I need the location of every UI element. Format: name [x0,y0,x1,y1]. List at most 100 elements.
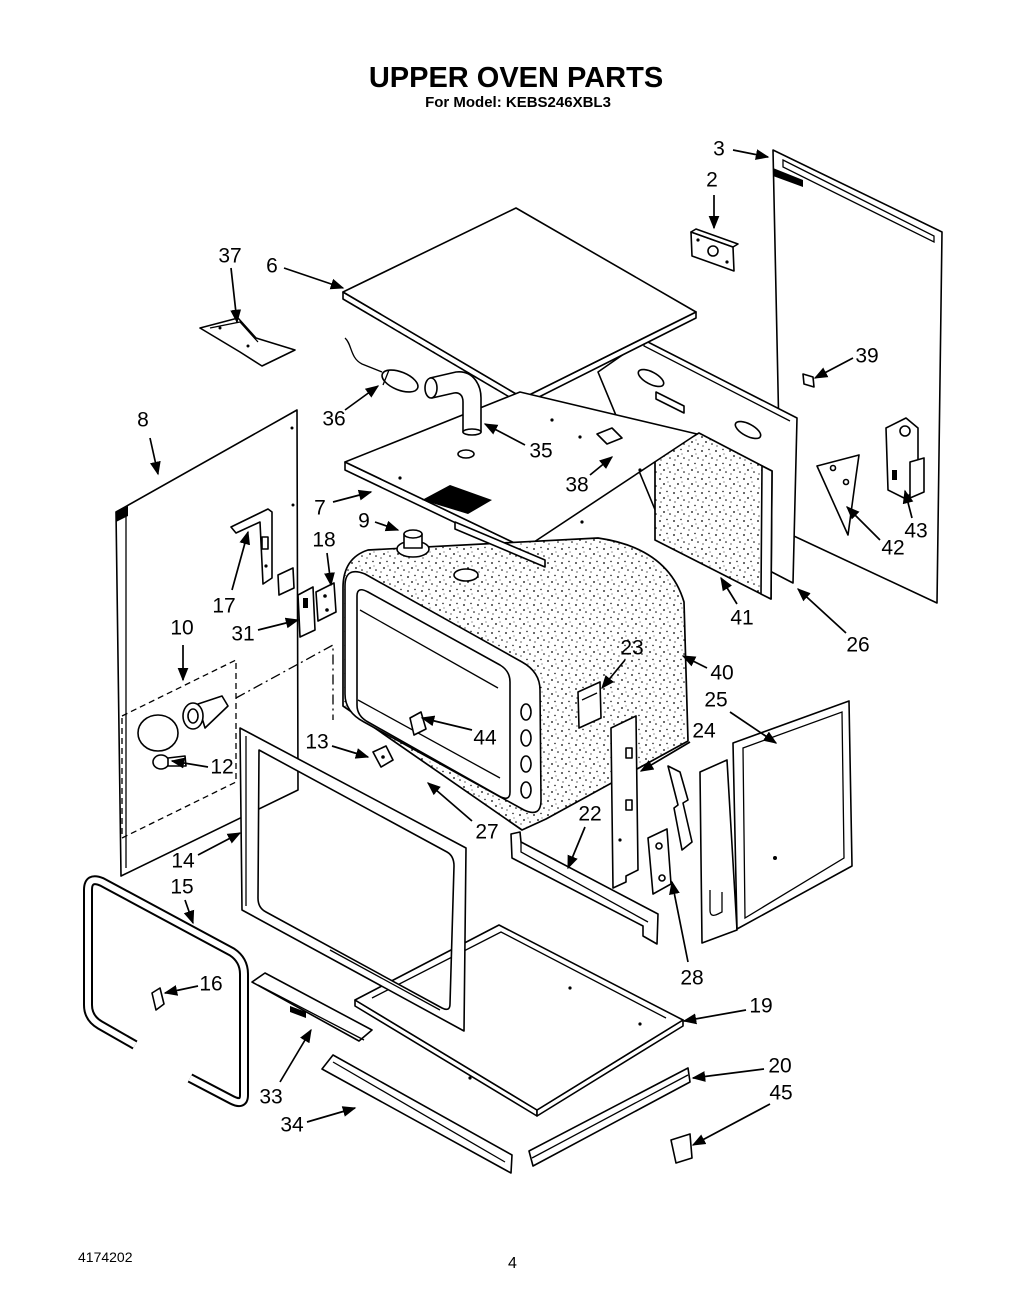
part-25 [699,700,853,944]
part-39 [802,373,815,388]
callout-arrow-3 [732,149,770,160]
callout-arrow-22 [567,826,586,870]
callout-16: 16 [199,973,222,996]
part-45 [670,1133,693,1164]
callout-28: 28 [680,967,703,990]
callout-7: 7 [314,497,326,520]
callout-arrow-24 [639,741,691,772]
part-34 [321,1054,513,1174]
callout-arrow-19 [682,1009,747,1025]
part-14 [239,727,467,1032]
callout-arrow-36 [344,385,380,411]
part-7 [398,476,492,514]
callout-17: 17 [212,595,235,618]
callout-arrow-44 [420,715,473,731]
callout-labels: 3 2 37 6 39 8 36 35 38 7 9 18 17 31 10 2… [137,138,928,1137]
callout-41: 41 [730,607,753,630]
part-28 [647,765,693,895]
callout-arrow-8 [149,437,161,476]
callout-arrow-40 [681,655,708,669]
callout-arrow-37 [230,267,242,324]
callout-arrow-25 [729,711,778,744]
page-number: 4 [508,1255,517,1272]
callout-42: 42 [881,537,904,560]
part-10 [121,643,334,840]
model-subtitle: For Model: KEBS246XBL3 [425,94,611,111]
part-43 [885,417,925,499]
callout-arrow-34 [306,1106,357,1123]
callout-arrow-33 [279,1028,312,1083]
callout-arrow-23 [601,659,626,690]
callout-arrow-20 [691,1068,765,1082]
page-title: UPPER OVEN PARTS [369,62,663,94]
callout-22: 22 [578,803,601,826]
part-38 [344,391,698,557]
callout-43: 43 [904,520,927,543]
part-8 [115,409,299,877]
callout-arrow-41 [720,576,738,605]
callout-arrow-18 [324,552,335,587]
part-20 [528,1067,691,1167]
callout-9: 9 [358,510,370,533]
callout-arrow-28 [669,880,689,963]
callout-arrow-26 [796,588,847,634]
part-19 [354,924,684,1117]
callout-25: 25 [704,689,727,712]
part-9 [396,529,479,582]
callout-arrow-16 [163,985,199,996]
callout-arrows [149,149,914,1146]
part-6 [342,207,697,406]
callout-34: 34 [280,1114,304,1137]
callout-arrow-7 [332,489,373,503]
part-23 [577,681,602,729]
part-15 [83,875,249,1108]
callout-40: 40 [710,662,733,685]
part-27 [344,570,542,814]
callout-arrow-38 [589,456,614,476]
callout-2: 2 [706,169,718,192]
callout-arrow-12 [170,757,209,769]
callout-arrow-9 [374,520,400,532]
part-31 [297,586,316,638]
callout-37: 37 [218,245,241,268]
callout-arrow-45 [691,1103,771,1146]
part-13 [372,745,394,768]
callout-arrow-17 [231,530,250,591]
part-16 [151,987,165,1011]
callout-38: 38 [565,474,588,497]
callout-arrow-43 [902,489,914,519]
callout-arrow-14 [197,832,242,856]
callout-18: 18 [312,529,335,552]
callout-arrow-39 [813,357,854,379]
callout-31: 31 [231,623,254,646]
callout-14: 14 [171,850,195,873]
callout-19: 19 [749,995,772,1018]
callout-arrow-15 [183,899,195,925]
part-2 [690,228,739,272]
callout-39: 39 [855,345,878,368]
part-22 [510,831,659,945]
part-36 [344,337,419,393]
callout-45: 45 [769,1082,792,1105]
callout-36: 36 [322,408,345,431]
part-35 [424,371,482,459]
callout-20: 20 [768,1055,791,1078]
callout-35: 35 [529,440,552,463]
part-37 [199,317,296,367]
callout-12: 12 [210,756,233,779]
part-18 [277,567,337,622]
callout-13: 13 [305,731,328,754]
callout-15: 15 [170,876,193,899]
callout-6: 6 [266,255,278,278]
callout-8: 8 [137,409,149,432]
callout-26: 26 [846,634,869,657]
document-number: 4174202 [78,1249,133,1265]
callout-arrow-31 [257,617,300,631]
callout-10: 10 [170,617,193,640]
callout-27: 27 [475,821,498,844]
part-24 [610,715,639,889]
callout-23: 23 [620,637,643,660]
callout-24: 24 [692,720,716,743]
callout-arrow-13 [331,745,370,759]
